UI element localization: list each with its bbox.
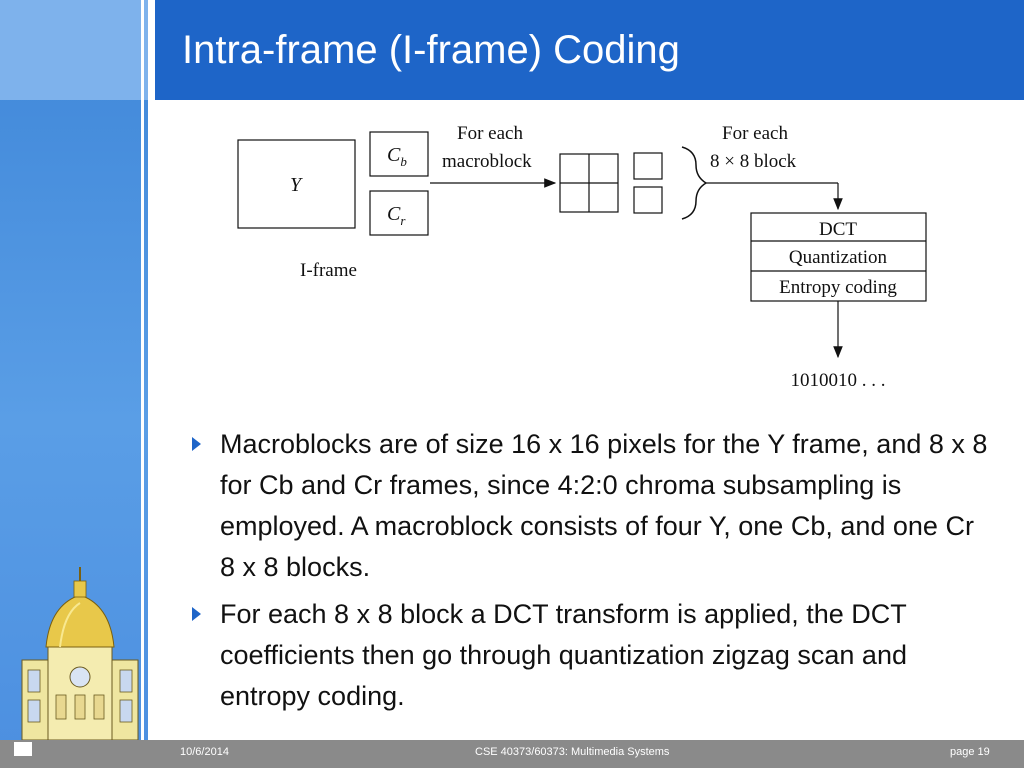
iframe-label: I-frame — [300, 260, 357, 281]
bullet-text: For each 8 x 8 block a DCT transform is … — [220, 599, 907, 711]
sidebar-top-panel — [0, 0, 148, 100]
golden-dome-illustration — [21, 567, 139, 740]
footer-date: 10/6/2014 — [180, 746, 229, 758]
footer-course: CSE 40373/60373: Multimedia Systems — [475, 746, 670, 758]
sidebar-divider-line — [150, 0, 153, 740]
for-each-macroblock-label: For each — [457, 123, 523, 144]
entropy-coding-label: Entropy coding — [779, 277, 897, 298]
chroma-block — [633, 152, 663, 180]
grouping-brace — [681, 146, 708, 220]
for-each-block-label: 8 × 8 block — [710, 151, 797, 172]
for-each-macroblock-label: macroblock — [442, 151, 532, 172]
bullet-arrow-icon — [192, 607, 201, 621]
iframe-coding-diagram: Y Cb Cr I-frame For each macroblock For … — [237, 123, 927, 391]
dct-label: DCT — [819, 219, 857, 240]
sidebar-divider-line — [141, 0, 144, 740]
title-underline — [148, 100, 1024, 103]
slide-title: Intra-frame (I-frame) Coding — [182, 28, 680, 72]
y-frame-label: Y — [290, 174, 303, 196]
footer-page-number: page 19 — [950, 746, 990, 758]
bullet-item: For each 8 x 8 block a DCT transform is … — [190, 594, 990, 717]
cb-frame-label: Cb — [387, 144, 407, 169]
quantization-label: Quantization — [789, 247, 888, 268]
y-frame-box — [237, 139, 356, 229]
bullet-text: Macroblocks are of size 16 x 16 pixels f… — [220, 429, 988, 582]
for-each-block-label: For each — [722, 123, 788, 144]
cr-frame-label: Cr — [387, 203, 406, 228]
bullet-list: Macroblocks are of size 16 x 16 pixels f… — [190, 424, 990, 723]
bullet-item: Macroblocks are of size 16 x 16 pixels f… — [190, 424, 990, 588]
chroma-block — [633, 186, 663, 214]
output-bitstream-label: 1010010 . . . — [791, 370, 886, 391]
cr-frame-box — [369, 190, 429, 236]
title-bar — [155, 0, 1024, 100]
footer-corner-block — [14, 742, 32, 756]
cb-frame-box — [369, 131, 429, 177]
bullet-arrow-icon — [192, 437, 201, 451]
footer-bar: 10/6/2014 CSE 40373/60373: Multimedia Sy… — [0, 740, 1024, 768]
